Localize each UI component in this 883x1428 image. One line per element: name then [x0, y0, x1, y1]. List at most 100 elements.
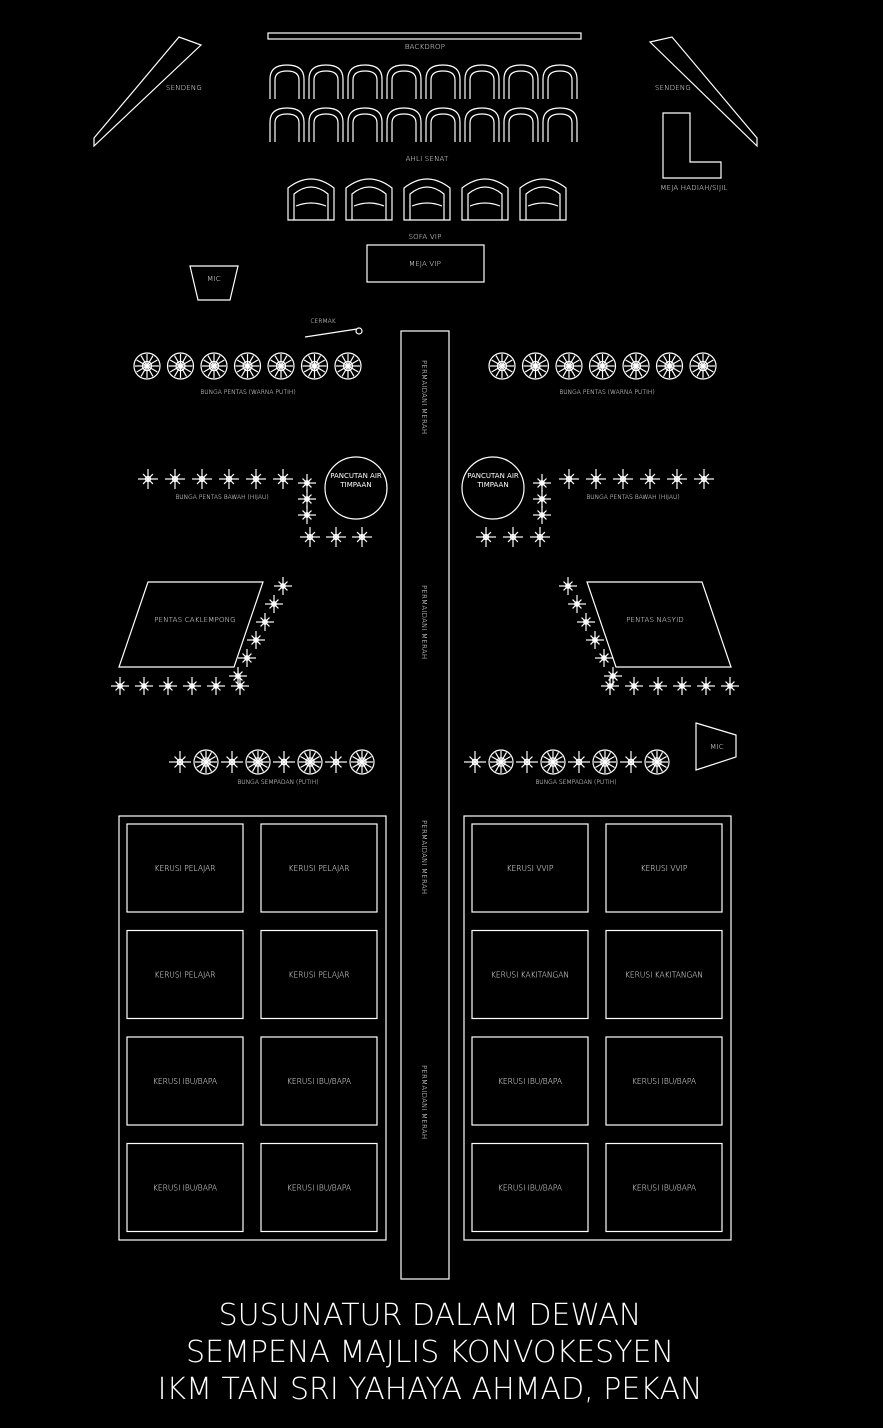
- fountain-left: [324, 456, 388, 520]
- aisle-label-2: PERMAIDANI MERAH: [420, 585, 428, 659]
- plant: [246, 469, 266, 489]
- aisle-label-4: PERMAIDANI MERAH: [420, 1065, 428, 1139]
- seating-section: KERUSI IBU/BAPA: [126, 1142, 244, 1233]
- plant: [620, 751, 642, 773]
- senat-chair: [542, 107, 578, 142]
- plant: [207, 677, 225, 695]
- plant: [559, 577, 577, 595]
- plant: [625, 677, 643, 695]
- senat-chair: [503, 107, 539, 142]
- seating-section: KERUSI PELAJAR: [260, 823, 378, 913]
- plant: [298, 474, 316, 492]
- seating-section: KERUSI PELAJAR: [126, 823, 244, 913]
- meja-hadiah-label: MEJA HADIAH/SIJIL: [660, 184, 727, 192]
- seating-section: KERUSI VVIP: [471, 823, 589, 913]
- plant: [568, 595, 586, 613]
- senat-chair: [542, 64, 578, 99]
- seating-section-label: KERUSI IBU/BAPA: [632, 1184, 696, 1193]
- seating-section-label: KERUSI IBU/BAPA: [287, 1077, 351, 1086]
- seating-section-label: KERUSI IBU/BAPA: [153, 1184, 217, 1193]
- bunga-pentas-bawah-right-label: BUNGA PENTAS BAWAH (HIJAU): [586, 494, 679, 501]
- flower-pot: [488, 749, 514, 775]
- flower-pot: [644, 749, 670, 775]
- plant: [300, 527, 320, 547]
- seating-section-label: KERUSI KAKITANGAN: [625, 971, 703, 980]
- vip-sofa: [345, 178, 393, 221]
- flower-pot: [488, 352, 516, 380]
- seating-section: KERUSI IBU/BAPA: [126, 1036, 244, 1126]
- ornaments: [111, 64, 739, 775]
- plant: [221, 751, 243, 773]
- seating-section: KERUSI PELAJAR: [260, 929, 378, 1020]
- flower-pot: [521, 352, 550, 380]
- plant: [673, 677, 691, 695]
- seating-section-label: KERUSI IBU/BAPA: [632, 1077, 696, 1086]
- flower-pot: [555, 352, 583, 380]
- plant: [325, 751, 347, 773]
- seating-section-label: KERUSI IBU/BAPA: [498, 1184, 562, 1193]
- plant: [721, 677, 739, 695]
- flower-pot: [133, 352, 161, 380]
- flower-pot: [193, 749, 219, 775]
- senat-chair: [347, 64, 383, 99]
- plant: [273, 751, 295, 773]
- plant: [273, 469, 293, 489]
- title-line-1: SUSUNATUR DALAM DEWAN: [219, 1298, 642, 1333]
- senat-chair: [464, 107, 500, 142]
- seating-section-label: KERUSI IBU/BAPA: [287, 1184, 351, 1193]
- flower-pot: [166, 352, 195, 380]
- plant: [586, 631, 604, 649]
- seating-section: KERUSI IBU/BAPA: [605, 1142, 723, 1233]
- plant: [138, 469, 158, 489]
- plant: [533, 506, 551, 524]
- seating-section: KERUSI KAKITANGAN: [605, 929, 723, 1020]
- mic-right: [695, 722, 737, 771]
- seating-section: KERUSI KAKITANGAN: [471, 929, 589, 1020]
- sendeng-left-label: SENDENG: [166, 84, 202, 92]
- seating-section: KERUSI PELAJAR: [126, 929, 244, 1020]
- aisle-label-3: PERMAIDANI MERAH: [420, 820, 428, 894]
- plant: [135, 677, 153, 695]
- title-line-2: SEMPENA MAJLIS KONVOKESYEN: [186, 1335, 674, 1370]
- mic-left: [189, 265, 239, 301]
- plant: [476, 527, 496, 547]
- seating-section-label: KERUSI VVIP: [507, 864, 554, 873]
- bunga-pentas-atas-left-label: BUNGA PENTAS (WARNA PUTIH): [200, 389, 295, 396]
- seating-section: KERUSI VVIP: [605, 823, 723, 913]
- red-carpet-aisle: [400, 330, 450, 1280]
- plant: [640, 469, 660, 489]
- flower-pot: [540, 749, 566, 775]
- backdrop-label: BACKDROP: [405, 43, 445, 51]
- meja-vip: [366, 244, 485, 283]
- plant: [274, 577, 292, 595]
- meja-vip-label: MEJA VIP: [409, 260, 441, 268]
- plant: [231, 677, 249, 695]
- plant: [298, 490, 316, 508]
- aisle-label-1: PERMAIDANI MERAH: [420, 360, 428, 434]
- plant: [568, 751, 590, 773]
- bunga-pentas-bawah-left-label: BUNGA PENTAS BAWAH (HIJAU): [175, 494, 268, 501]
- senat-chair: [308, 107, 344, 142]
- seating-section: KERUSI IBU/BAPA: [260, 1142, 378, 1233]
- seating-section-label: KERUSI IBU/BAPA: [153, 1077, 217, 1086]
- flower-pot: [592, 749, 618, 775]
- senat-chair: [464, 64, 500, 99]
- vip-sofa: [403, 178, 451, 221]
- seating-block-left: [118, 815, 387, 1241]
- plant: [464, 751, 486, 773]
- mic-left-label: MIC: [207, 275, 221, 283]
- plant: [649, 677, 667, 695]
- flower-pot: [297, 749, 323, 775]
- seating-section: KERUSI IBU/BAPA: [471, 1036, 589, 1126]
- fountain-right: [461, 456, 525, 520]
- flower-pot: [689, 352, 717, 380]
- stage-nasyid: [586, 581, 732, 668]
- plant: [159, 677, 177, 695]
- seating-section-label: KERUSI IBU/BAPA: [498, 1077, 562, 1086]
- plant: [586, 469, 606, 489]
- senat-chair: [308, 64, 344, 99]
- cermak: [304, 328, 358, 338]
- flower-pot: [622, 352, 650, 380]
